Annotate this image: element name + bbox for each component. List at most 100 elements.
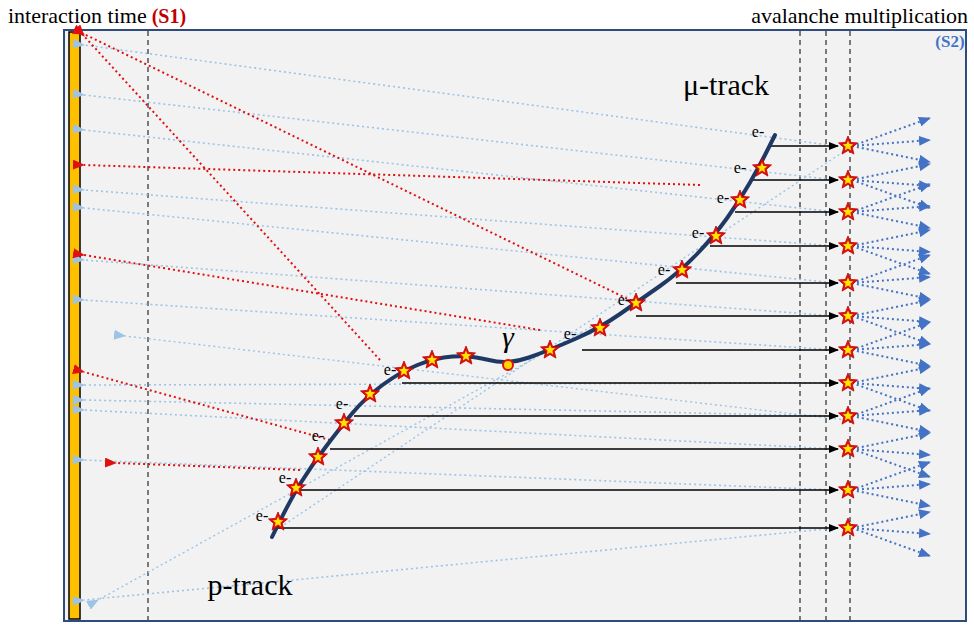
s2-light-ray	[852, 484, 930, 490]
particle-symbol: γ	[502, 320, 514, 353]
ionization-star	[707, 226, 726, 244]
ionization-star-core	[711, 231, 721, 241]
s2-feedback-ray	[84, 130, 836, 212]
s2-light-ray	[852, 277, 930, 283]
ionization-star	[309, 447, 328, 465]
s2-light-ray	[852, 283, 930, 299]
s2-feedback-ray	[98, 322, 600, 600]
ionization-star-core	[843, 175, 853, 185]
ionization-star	[839, 439, 858, 457]
s2-light-ray	[852, 212, 930, 228]
particle-track	[272, 135, 775, 537]
ionization-star	[839, 236, 858, 254]
s2-light-ray	[852, 528, 930, 556]
s2-light-ray	[852, 180, 930, 208]
ionization-star	[423, 350, 442, 368]
electron-label: e-	[692, 224, 704, 242]
gamma-vertex	[503, 360, 513, 370]
ionization-star-core	[843, 207, 853, 217]
s1-light-ray	[84, 255, 540, 330]
drift-arrow	[354, 415, 838, 417]
s1-light-ray	[84, 34, 636, 303]
ionization-star	[457, 346, 476, 364]
electron-label: e-	[384, 361, 396, 379]
s2-light-ray	[852, 528, 930, 534]
s2-light-ray	[852, 246, 930, 252]
ionization-star	[839, 136, 858, 154]
s2-light-ray	[852, 146, 930, 162]
s2-light-ray	[852, 449, 930, 455]
drift-arrow	[770, 145, 838, 147]
s1-light-ray	[116, 463, 300, 470]
drift-arrow	[582, 349, 838, 351]
ionization-star-core	[843, 278, 853, 288]
ionization-star-core	[365, 389, 375, 399]
electron-label: e-	[734, 159, 746, 177]
ionization-star-core	[399, 366, 409, 376]
ionization-star	[753, 158, 772, 176]
s2-feedback-ray	[84, 300, 836, 350]
ionization-star	[541, 340, 560, 358]
ionization-star-core	[843, 241, 853, 251]
s2-light-ray	[852, 118, 930, 146]
region-label: avalanche multiplication	[751, 4, 968, 28]
s2-light-ray	[852, 367, 930, 383]
drift-arrow	[710, 245, 838, 247]
ionization-star-core	[843, 345, 853, 355]
axis-label: interaction time	[8, 4, 147, 28]
ionization-star-core	[843, 141, 853, 151]
drift-arrow	[735, 211, 838, 213]
ionization-star-core	[595, 323, 605, 333]
s2-light-ray	[852, 206, 930, 212]
s1-light-ray	[84, 165, 700, 185]
ionization-star-core	[843, 411, 853, 421]
ionization-star	[839, 340, 858, 358]
gem-plane	[826, 31, 827, 620]
ionization-star-core	[631, 298, 641, 308]
ionization-star	[839, 273, 858, 291]
drift-arrow	[402, 382, 838, 384]
s2-light-ray	[852, 140, 930, 146]
drift-arrow	[752, 179, 838, 181]
electron-label: e-	[618, 291, 630, 309]
ionization-star	[839, 170, 858, 188]
s2-light-ray	[852, 410, 930, 416]
s2-light-ray	[852, 512, 930, 528]
ionization-star	[839, 518, 858, 536]
s2-light-ray	[852, 255, 930, 283]
cathode-boundary	[148, 31, 149, 620]
track-label: p-track	[208, 568, 293, 601]
ionization-star-core	[545, 345, 555, 355]
ionization-star-core	[461, 351, 471, 361]
ionization-star-core	[843, 311, 853, 321]
s2-feedback-ray	[276, 150, 846, 530]
signal-name: (S1)	[152, 5, 186, 27]
ionization-star	[839, 373, 858, 391]
photodetector-bar	[69, 32, 80, 619]
ionization-star	[361, 384, 380, 402]
s2-light-ray	[852, 184, 930, 212]
s2-light-ray	[852, 462, 930, 490]
ionization-star-core	[843, 444, 853, 454]
electron-label: e-	[336, 395, 348, 413]
electron-label: e-	[279, 469, 291, 487]
s2-light-ray	[852, 180, 930, 186]
ionization-star	[839, 480, 858, 498]
s2-feedback-ray	[84, 95, 836, 180]
electron-label: e-	[564, 325, 576, 343]
drift-arrow	[297, 489, 838, 491]
ionization-star-core	[677, 265, 687, 275]
s2-light-ray	[852, 230, 930, 246]
ionization-star-core	[843, 523, 853, 533]
s2-light-ray	[852, 383, 930, 411]
s2-light-ray	[852, 316, 930, 322]
ionization-star-core	[339, 418, 349, 428]
ionization-star-core	[427, 355, 437, 365]
drift-arrow	[636, 315, 838, 317]
s2-light-ray	[852, 388, 930, 416]
chamber-frame	[64, 30, 966, 621]
ionization-star	[839, 202, 858, 220]
drift-arrow	[676, 282, 838, 284]
s2-feedback-ray	[125, 336, 846, 420]
